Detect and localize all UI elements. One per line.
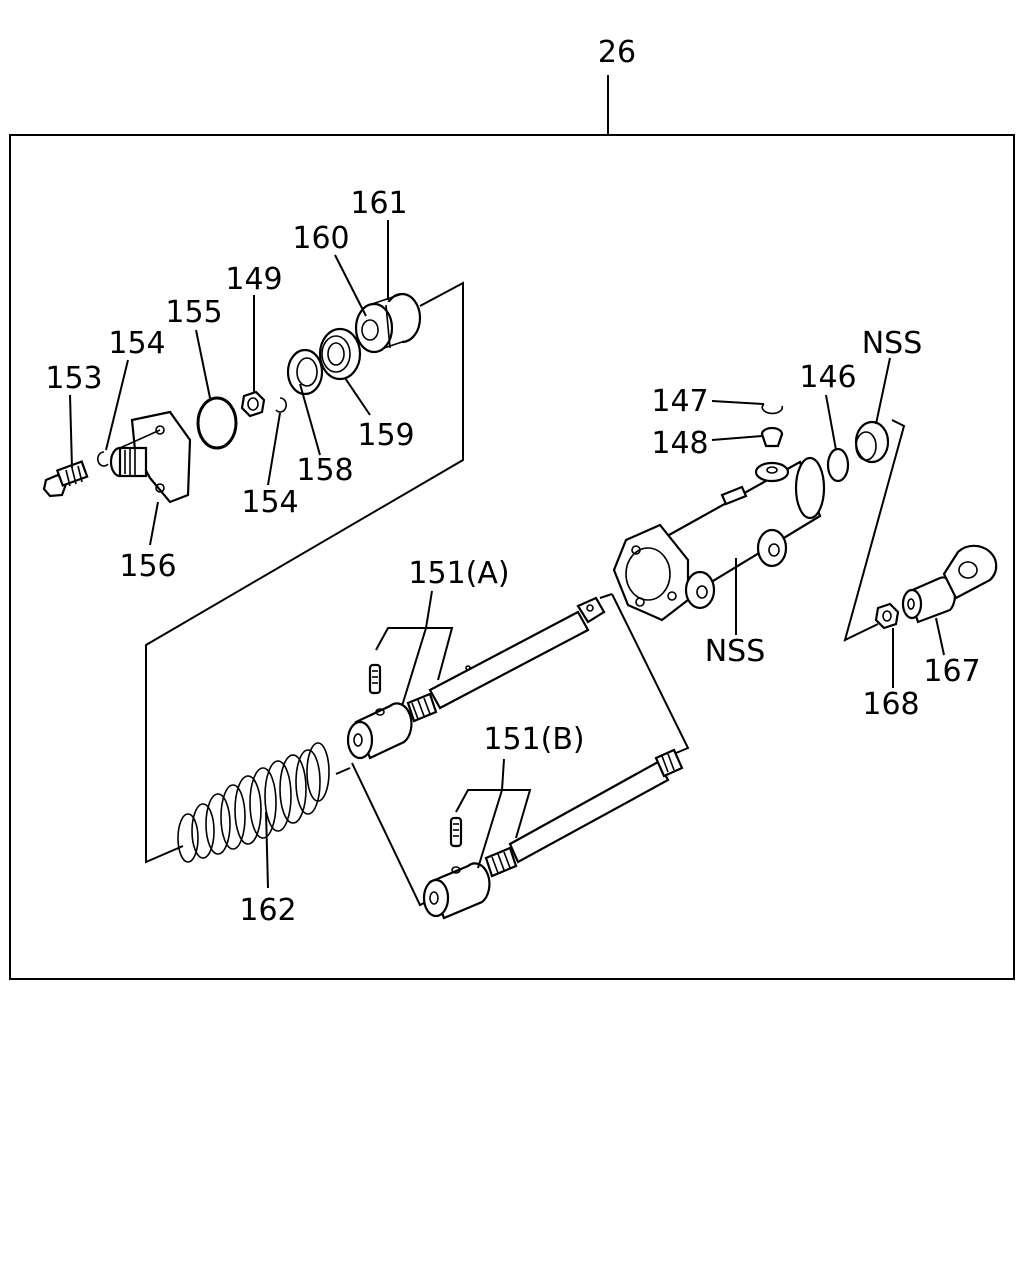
callout-161: 161: [350, 186, 407, 221]
spring-162: [177, 742, 330, 863]
piston-rod-151b: [422, 748, 684, 920]
callout-158: 158: [296, 453, 353, 488]
callout-154-top: 154: [108, 326, 165, 361]
callout-154-bottom: 154: [241, 485, 298, 520]
group-outline-right: [843, 419, 906, 642]
piston-rod-151a: [346, 596, 606, 760]
group-outline-left: [145, 281, 464, 864]
callout-146: 146: [799, 360, 856, 395]
callout-147: 147: [651, 384, 708, 419]
leader-lines: [69, 220, 945, 889]
nut-168: [874, 602, 900, 630]
piston-cup-160-161: [354, 292, 422, 354]
disc-146: [826, 447, 850, 483]
o-ring-155: [196, 396, 238, 450]
nut-149: [240, 390, 266, 418]
assembly-number: 26: [598, 35, 636, 70]
callout-148: 148: [651, 426, 708, 461]
valve-148: [760, 426, 784, 448]
callout-160: 160: [292, 221, 349, 256]
boot-nss: [854, 420, 890, 464]
callout-151a: 151(A): [408, 556, 509, 591]
callout-149: 149: [225, 262, 282, 297]
washer-158: [286, 348, 324, 396]
callout-167: 167: [923, 654, 980, 689]
clevis-167: [901, 544, 998, 624]
callout-nss-top: NSS: [862, 326, 923, 361]
cylinder-body-nss: [612, 456, 826, 622]
clip-154-bottom: [275, 397, 287, 413]
callout-155: 155: [165, 295, 222, 330]
seal-159: [318, 327, 362, 381]
diagram-frame: [9, 134, 1015, 980]
cover-plate-156: [109, 410, 192, 504]
callout-151b: 151(B): [483, 722, 584, 757]
callout-nss-body: NSS: [705, 634, 766, 669]
clip-147: [761, 403, 784, 415]
callout-159: 159: [357, 418, 414, 453]
callout-156: 156: [119, 549, 176, 584]
callout-162: 162: [239, 893, 296, 928]
clip-154-top: [97, 451, 109, 467]
bolt-153: [42, 460, 89, 498]
callout-168: 168: [862, 687, 919, 722]
callout-153: 153: [45, 361, 102, 396]
